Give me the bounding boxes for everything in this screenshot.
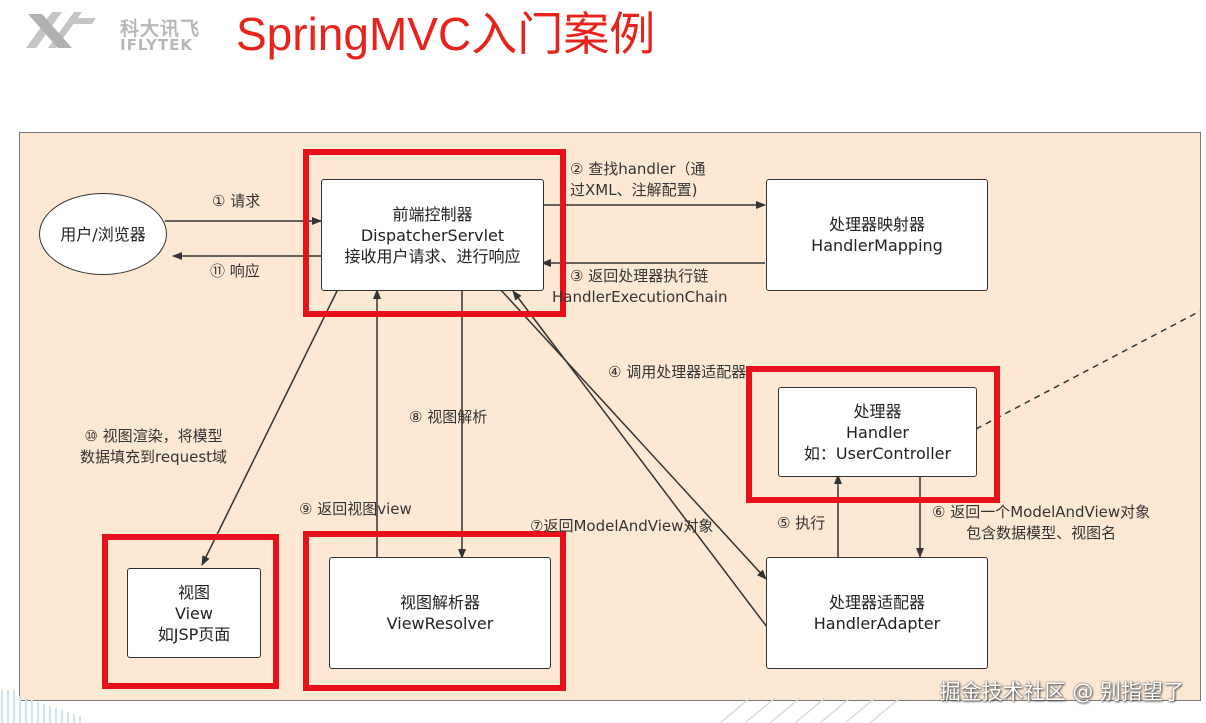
highlight-view-resolver	[303, 531, 566, 691]
node-handler: 处理器 Handler 如：UserController	[778, 387, 977, 477]
node-view-resolver: 视图解析器 ViewResolver	[329, 557, 551, 669]
arrow-return-modelandview	[512, 290, 768, 628]
highlight-handler	[746, 366, 1000, 503]
label-execute: ⑤ 执行	[777, 514, 826, 532]
highlight-dispatcher	[303, 149, 566, 317]
label-view-resolve: ⑧ 视图解析	[409, 408, 488, 426]
label-return-view: ⑨ 返回视图view	[299, 500, 412, 518]
node-view: 视图 View 如JSP页面	[127, 568, 261, 658]
label-request: ① 请求	[212, 192, 261, 210]
highlight-view	[102, 534, 279, 689]
arrow-render	[201, 279, 346, 566]
page-title: SpringMVC入门案例	[236, 8, 656, 60]
node-browser: 用户/浏览器	[39, 193, 167, 275]
dashed-connector	[975, 310, 1200, 430]
decorative-stripes	[1, 690, 901, 723]
node-handler-mapping: 处理器映射器 HandlerMapping	[766, 179, 988, 291]
label-call-adapter: ④ 调用处理器适配器	[608, 363, 747, 381]
label-find-handler: ② 查找handler（通 过XML、注解配置)	[570, 160, 706, 199]
arrows-layer	[165, 201, 1200, 628]
watermark: 掘金技术社区 @ 别指望了	[939, 680, 1184, 704]
label-response: ⑪ 响应	[210, 262, 260, 280]
iflytek-logo: 科大讯飞 IFLYTEK	[22, 8, 212, 54]
iflytek-logo-mark	[26, 12, 96, 48]
node-handler-adapter: 处理器适配器 HandlerAdapter	[766, 557, 988, 669]
label-return-chain: ③ 返回处理器执行链 HandlerExecutionChain	[552, 267, 728, 306]
logo-cn-text: 科大讯飞	[120, 18, 201, 40]
springmvc-flow-diagram: 用户/浏览器 前端控制器 DispatcherServlet 接收用户请求、进行…	[19, 132, 1201, 701]
node-dispatcher-servlet: 前端控制器 DispatcherServlet 接收用户请求、进行响应	[321, 179, 544, 291]
logo-en-text: IFLYTEK	[120, 36, 194, 54]
arrow-call-adapter	[499, 288, 767, 580]
label-render: ⑩ 视图渲染，将模型 数据填充到request域	[80, 427, 228, 466]
label-handler-return: ⑥ 返回一个ModelAndView对象 包含数据模型、视图名	[932, 503, 1151, 542]
label-return-modelandview: ⑦返回ModelAndView对象	[530, 517, 714, 535]
